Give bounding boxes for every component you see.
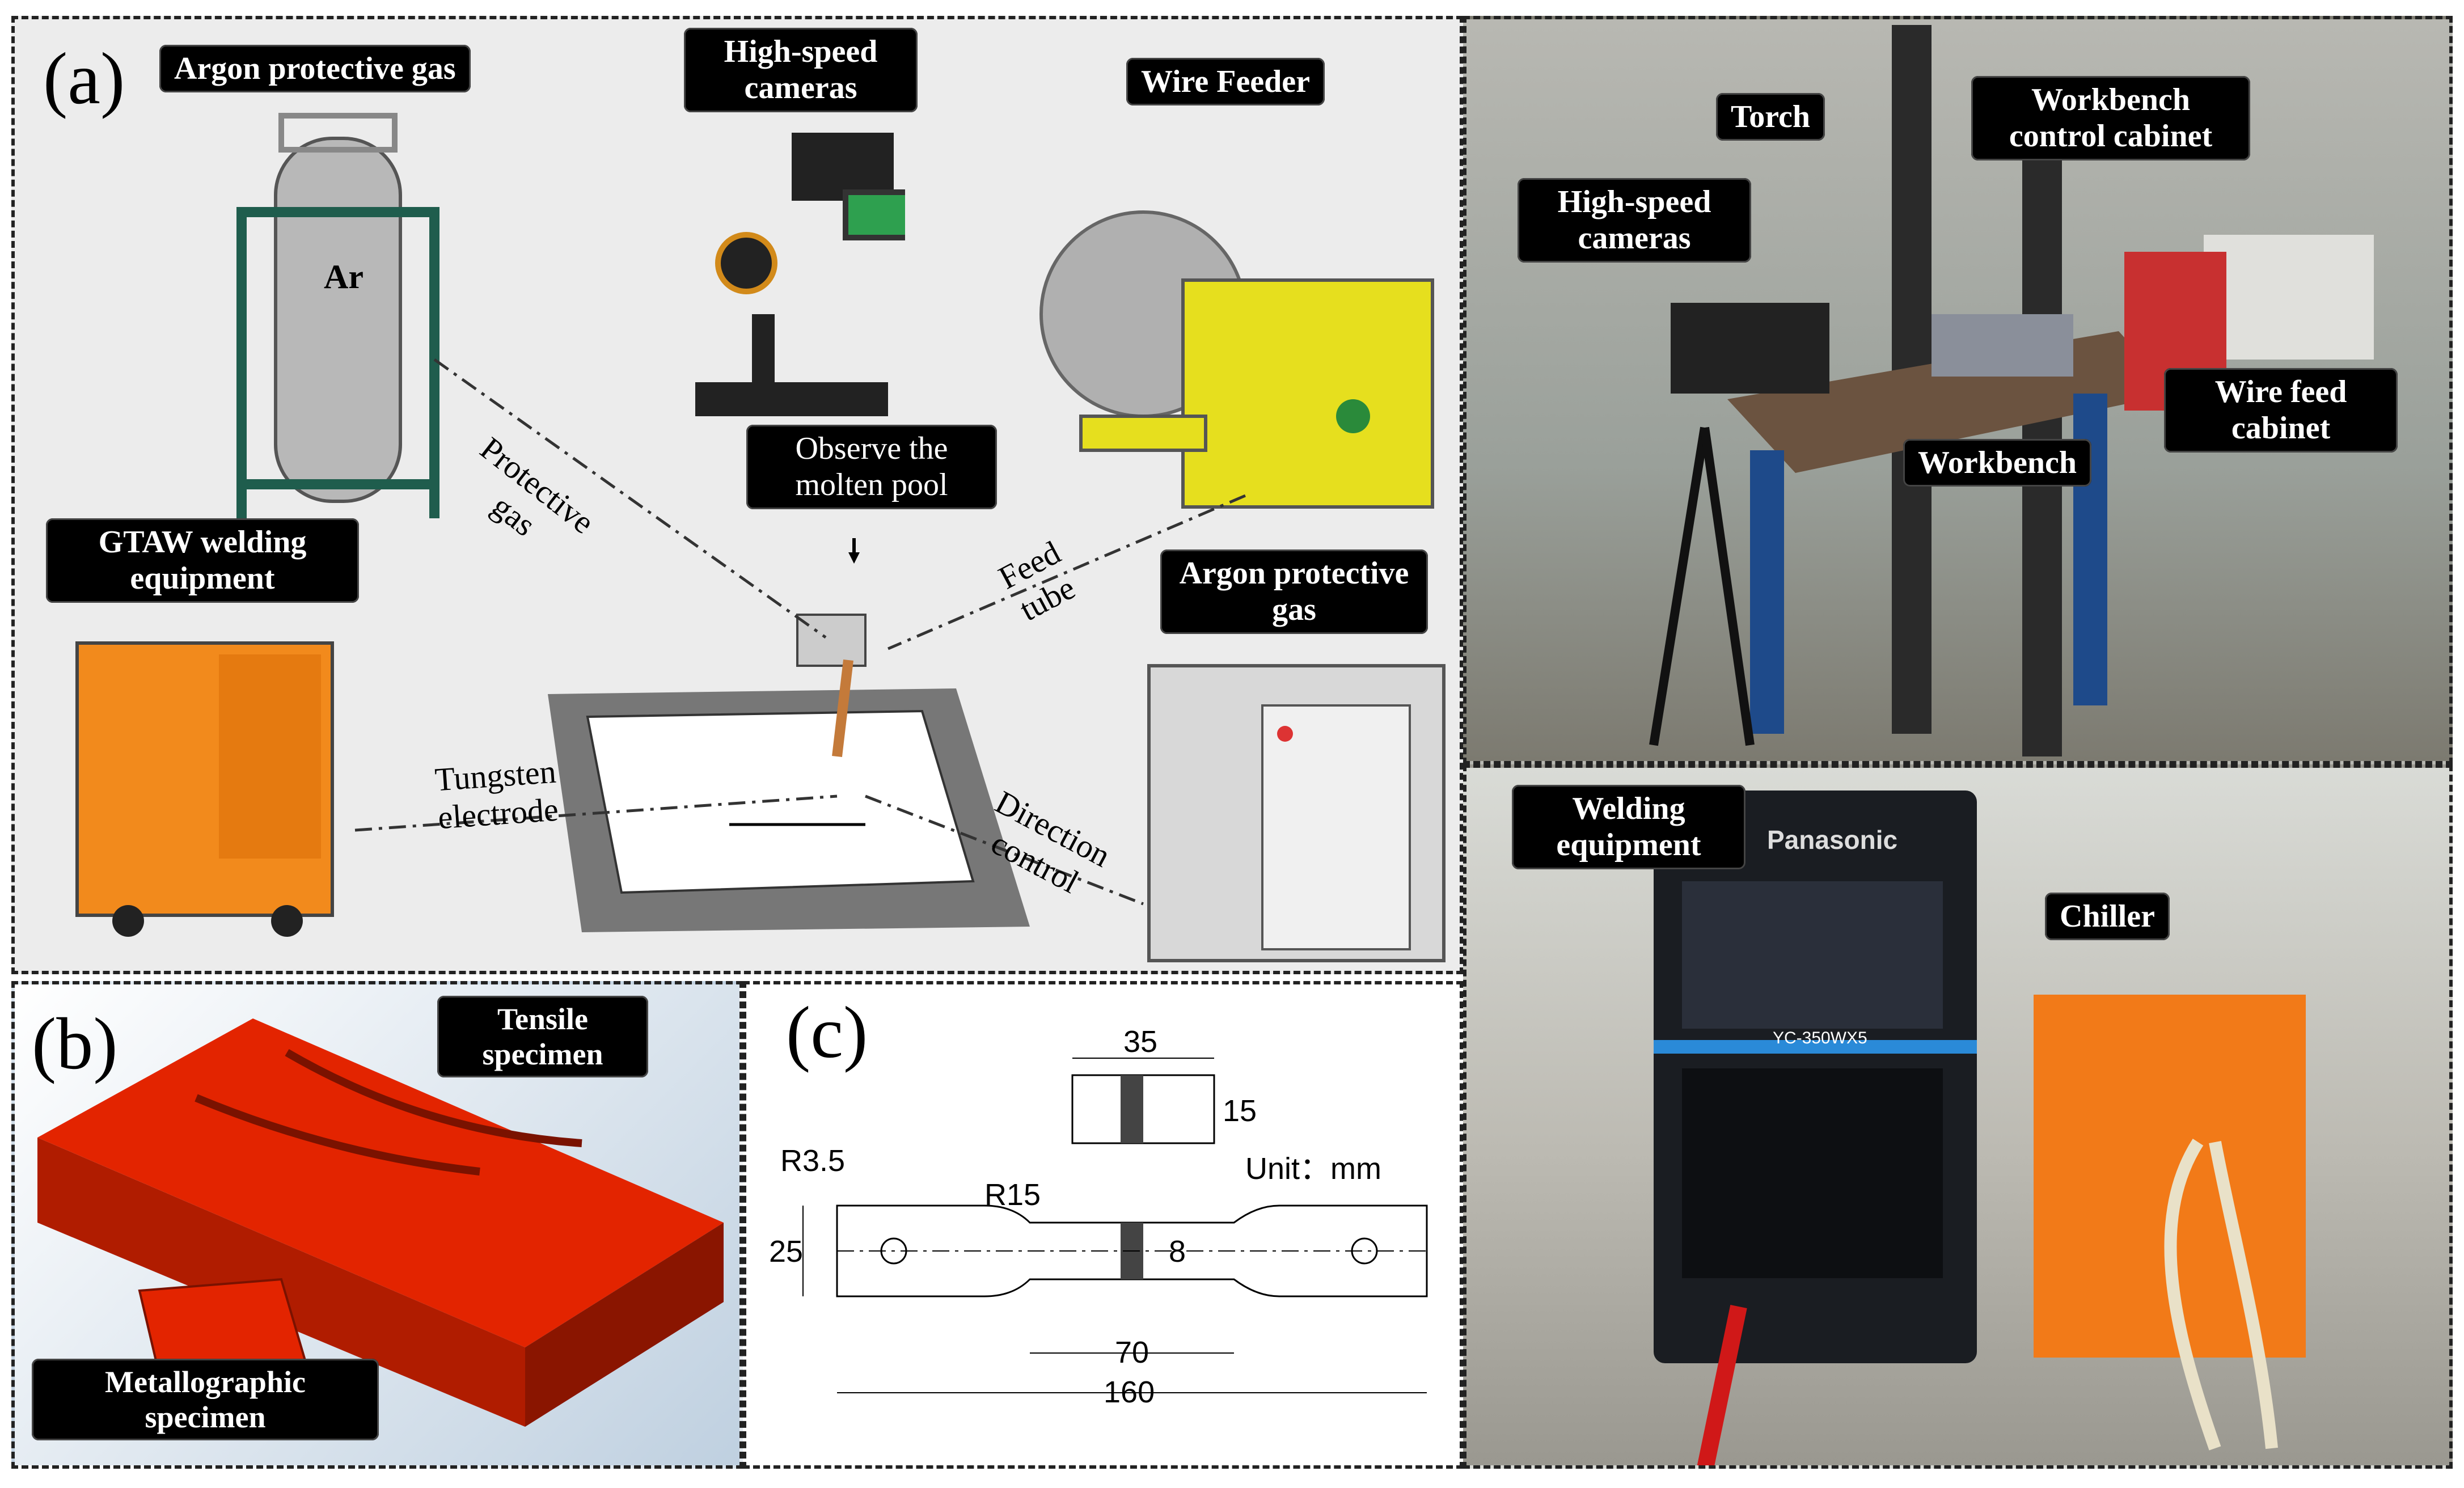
label-welding-equipment: Welding equipment <box>1512 785 1745 869</box>
weld-workbench <box>548 614 1030 932</box>
model-label: YC-350WX5 <box>1773 1029 1867 1047</box>
dim-r15: R15 <box>984 1178 1041 1212</box>
label-workbench: Workbench <box>1903 439 2092 487</box>
gtaw-machine <box>75 641 334 937</box>
annotation-tungsten: Tungsten electrode <box>433 753 560 836</box>
panel-b-specimen-drawing <box>37 1018 724 1427</box>
argon-tank <box>236 113 439 518</box>
panel-b: (b) Tensile specimen Metallographic spec… <box>11 981 743 1469</box>
label-argon-gas-top: Argon protective gas <box>159 45 471 93</box>
label-wire-feeder: Wire Feeder <box>1126 58 1325 106</box>
label-observe: Observe the molten pool <box>746 425 997 509</box>
label-metallographic: Metallographic specimen <box>32 1359 379 1441</box>
wire-feeder <box>1039 210 1434 509</box>
label-torch: Torch <box>1716 93 1825 141</box>
panel-c: (c) Unit：mm 35 15 R3.5 R15 25 8 70 160 <box>743 981 1463 1469</box>
panel-c-letter: (c) <box>786 992 868 1073</box>
dim-70: 70 <box>1115 1335 1149 1369</box>
panel-a-letter: (a) <box>43 38 125 120</box>
photo-equipment-scene <box>1654 790 2306 1465</box>
argon-cabinet <box>1147 664 1446 962</box>
dim-r35: R3.5 <box>780 1144 846 1178</box>
label-wire-feed-cabinet: Wire feed cabinet <box>2164 368 2398 453</box>
label-gtaw: GTAW welding equipment <box>46 518 359 603</box>
photo-lab-setup: Torch Workbench control cabinet High-spe… <box>1463 16 2453 764</box>
dim-35: 35 <box>1123 1025 1158 1059</box>
dim-8: 8 <box>1169 1235 1186 1269</box>
brand-panasonic: Panasonic <box>1767 825 1898 855</box>
panel-a-illustration <box>75 113 1446 962</box>
dim-160: 160 <box>1104 1375 1155 1409</box>
dim-15: 15 <box>1223 1094 1257 1128</box>
label-workbench-cabinet: Workbench control cabinet <box>1971 76 2250 160</box>
label-tensile: Tensile specimen <box>437 996 648 1078</box>
tank-mark: Ar <box>324 258 364 295</box>
dim-unit: Unit：mm <box>1245 1152 1381 1186</box>
label-argon-gas-right: Argon protective gas <box>1160 549 1428 634</box>
photo-lab-scene <box>1649 25 2374 756</box>
panel-b-letter: (b) <box>32 1003 118 1085</box>
label-cameras-photo: High-speed cameras <box>1518 178 1751 263</box>
camera-rig <box>695 133 905 416</box>
panel-c-dimension-drawing <box>802 1058 1428 1393</box>
panel-a: (a) Ar Argon protective gas High-speed c… <box>11 16 1463 974</box>
connection-lines <box>354 358 1246 906</box>
label-chiller: Chiller <box>2045 893 2170 941</box>
label-high-speed-cameras: High-speed cameras <box>684 28 918 112</box>
dim-25: 25 <box>769 1235 804 1269</box>
photo-welding-equipment: Panasonic YC-350WX5 Welding equipment Ch… <box>1463 764 2453 1469</box>
